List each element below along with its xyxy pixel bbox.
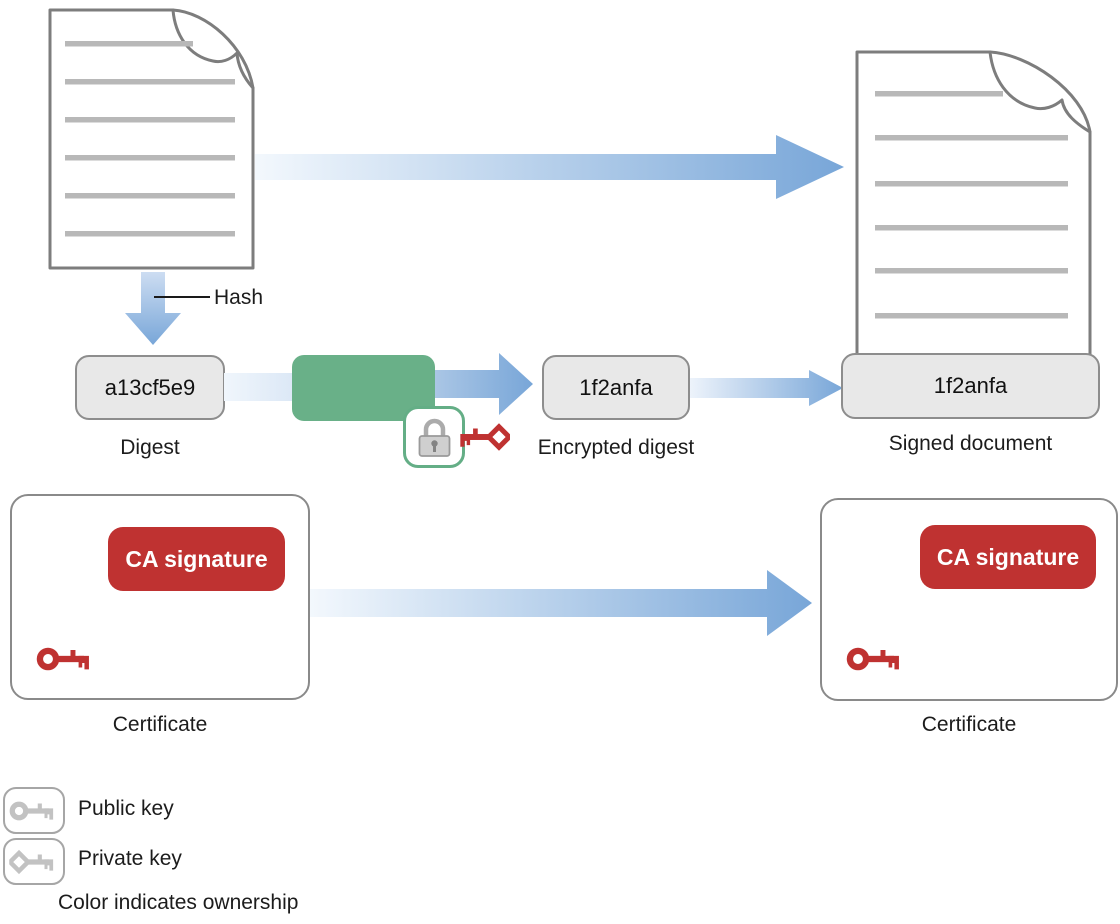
lock-icon <box>418 418 450 457</box>
certificate-right-caption: Certificate <box>921 713 1017 736</box>
lock-badge <box>403 406 465 468</box>
encrypted-digest-value: 1f2anfa <box>579 374 653 400</box>
original-document-icon <box>48 8 255 270</box>
legend-ownership-note: Color indicates ownership <box>58 891 299 914</box>
document-copy-arrow <box>255 135 844 199</box>
document-text-lines <box>65 41 235 237</box>
certificate-left-caption: Certificate <box>112 713 208 736</box>
encrypted-digest-box: 1f2anfa <box>542 355 690 420</box>
digest-box: a13cf5e9 <box>75 355 225 420</box>
legend-private-key-label: Private key <box>78 847 182 870</box>
certificate-left: CA signature <box>10 494 310 700</box>
public-key-icon <box>36 641 96 677</box>
encrypted-to-signed-arrow <box>690 370 843 406</box>
hash-label: Hash <box>214 286 264 309</box>
digest-caption: Digest <box>120 436 180 459</box>
certificate-transfer-arrow <box>310 570 812 636</box>
private-key-icon <box>451 420 513 454</box>
encrypted-digest-caption: Encrypted digest <box>537 436 695 459</box>
hash-callout-line <box>154 296 210 298</box>
legend-private-key-badge <box>3 838 65 885</box>
signed-document-icon <box>855 50 1092 360</box>
ca-signature-label: CA signature <box>936 543 1080 570</box>
legend-public-key-label: Public key <box>78 797 174 820</box>
public-key-icon <box>846 641 906 677</box>
ca-signature-label: CA signature <box>125 545 268 572</box>
document-text-lines <box>875 91 1068 319</box>
hash-arrow <box>125 272 181 345</box>
signed-document-caption: Signed document <box>888 432 1053 455</box>
public-key-icon <box>9 796 59 826</box>
legend-public-key-badge <box>3 787 65 834</box>
ca-signature-badge: CA signature <box>920 525 1096 589</box>
signed-digest-value: 1f2anfa <box>933 373 1008 398</box>
signed-digest-bar: 1f2anfa <box>841 353 1100 419</box>
digest-to-cipher-band <box>224 373 292 401</box>
digest-value: a13cf5e9 <box>104 374 196 400</box>
encrypt-arrow <box>435 353 533 415</box>
ca-signature-badge: CA signature <box>108 527 285 591</box>
certificate-right: CA signature <box>820 498 1118 701</box>
private-key-icon <box>9 847 59 877</box>
